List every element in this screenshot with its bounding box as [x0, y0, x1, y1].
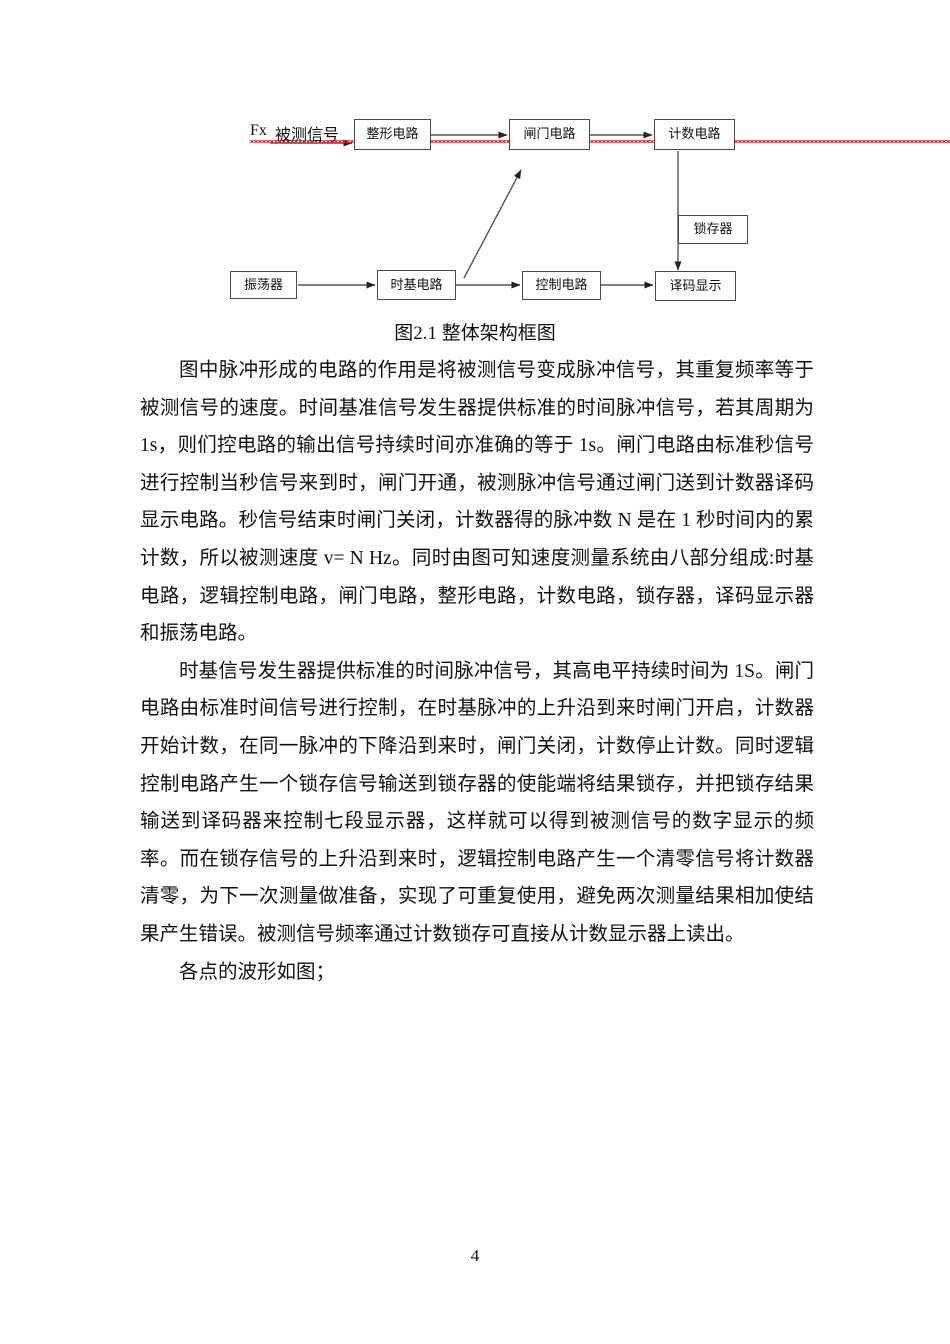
node-shaping-circuit[interactable]: 整形电路: [354, 119, 431, 150]
paragraph-3: 各点的波形如图；: [179, 961, 336, 983]
diagram-connectors: [270, 131, 682, 289]
figure-caption: 图2.1 整体架构框图: [394, 323, 556, 344]
node-control-circuit[interactable]: 控制电路: [522, 271, 601, 300]
node-gate-circuit[interactable]: 闸门电路: [509, 119, 590, 150]
page-number: 4: [470, 1246, 480, 1265]
figure-input-label-fx-text: Fx: [250, 122, 267, 139]
node-decode-display[interactable]: 译码显示: [655, 271, 736, 301]
paragraph-2: 时基信号发生器提供标准的时间脉冲信号，其高电平持续时间为 1S。闸门电路由标准时…: [140, 660, 814, 945]
spellcheck-underline-icon: [250, 140, 950, 143]
connector-timebase-to-gate: [463, 169, 522, 279]
figure-input-label-fx: Fx: [250, 122, 950, 143]
node-oscillator[interactable]: 振荡器: [230, 271, 297, 299]
node-latch[interactable]: 锁存器: [678, 215, 748, 244]
figure-input-label-signal: 被测信号: [275, 127, 340, 144]
figure-block-diagram: Fx 被测信号 整形电路 闸门电路 计数电路 锁存器 振荡器 时基电路 控制电路…: [0, 0, 950, 320]
node-counting-circuit[interactable]: 计数电路: [654, 119, 735, 150]
body-text: 图中脉冲形成的电路的作用是将被测信号变成脉冲信号，其重复频率等于被测信号的速度。…: [140, 352, 814, 991]
node-timebase-circuit[interactable]: 时基电路: [377, 270, 456, 300]
paragraph-1: 图中脉冲形成的电路的作用是将被测信号变成脉冲信号，其重复频率等于被测信号的速度。…: [140, 360, 814, 645]
